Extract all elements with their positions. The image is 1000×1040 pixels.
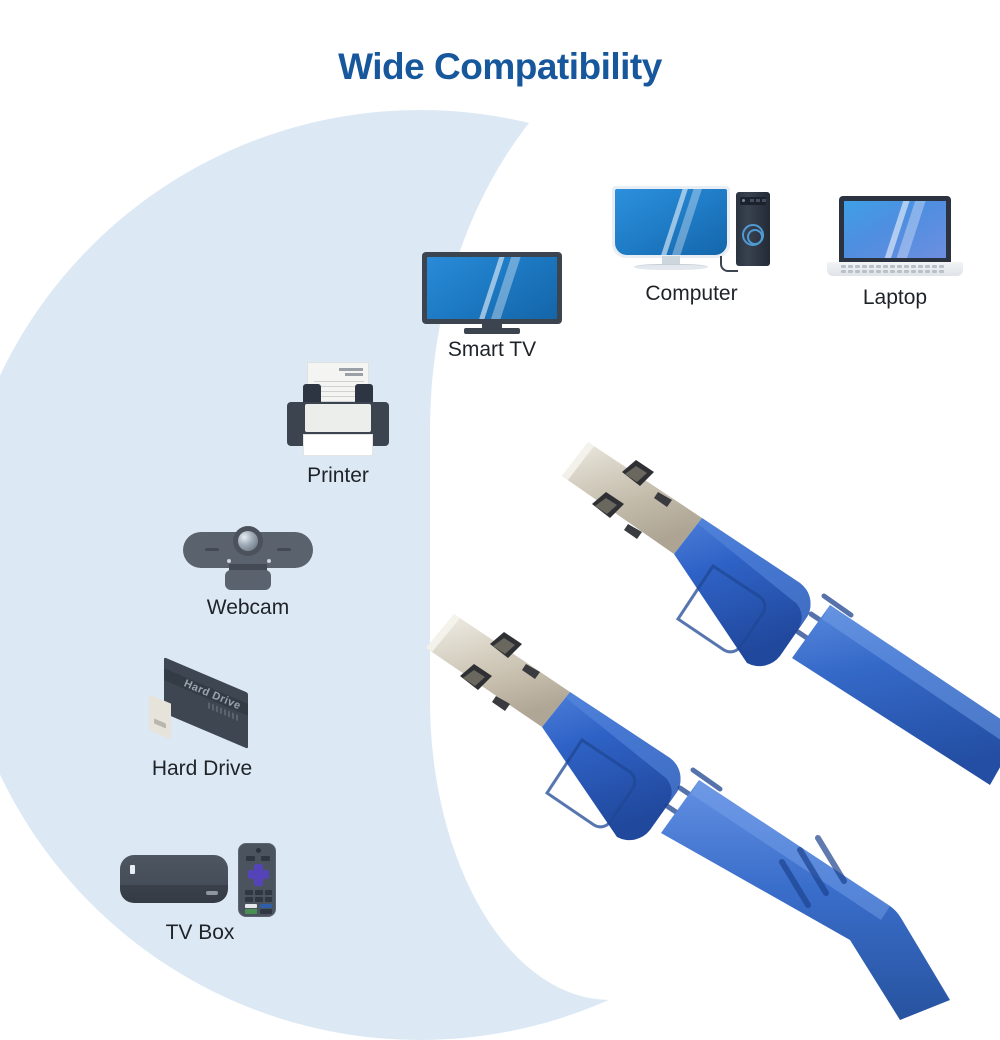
device-label-computer: Computer <box>645 282 738 305</box>
device-computer: Computer <box>609 186 774 306</box>
device-printer: Printer <box>279 362 397 488</box>
television-icon <box>422 252 562 334</box>
desktop-computer-icon <box>611 186 772 278</box>
usb-cable-product-image <box>426 442 1000 1020</box>
device-laptop: Laptop <box>825 196 965 310</box>
device-smart-tv: Smart TV <box>412 252 572 362</box>
device-label-webcam: Webcam <box>206 596 290 619</box>
device-label-laptop: Laptop <box>862 286 928 309</box>
page-title: Wide Compatibility <box>338 46 662 87</box>
device-label-hard-drive: Hard Drive <box>151 757 253 780</box>
usb-connector-lower <box>426 614 950 1020</box>
external-hard-drive-icon: Hard Drive <box>142 657 262 753</box>
webcam-icon <box>183 526 313 592</box>
device-label-tv-box: TV Box <box>165 921 235 944</box>
device-label-printer: Printer <box>307 464 369 487</box>
tv-box-icon <box>120 843 280 917</box>
usb-connector-upper <box>562 442 1000 785</box>
remote-control-icon <box>238 843 276 917</box>
laptop-icon <box>827 196 963 282</box>
device-hard-drive: Hard Drive Hard Drive <box>142 657 262 781</box>
infographic-canvas: Wide Compatibility Smart TV <box>0 46 1000 1040</box>
device-webcam: Webcam <box>183 526 313 620</box>
device-label-smart-tv: Smart TV <box>447 338 537 361</box>
device-tv-box: TV Box <box>120 843 280 945</box>
printer-icon <box>279 362 397 460</box>
